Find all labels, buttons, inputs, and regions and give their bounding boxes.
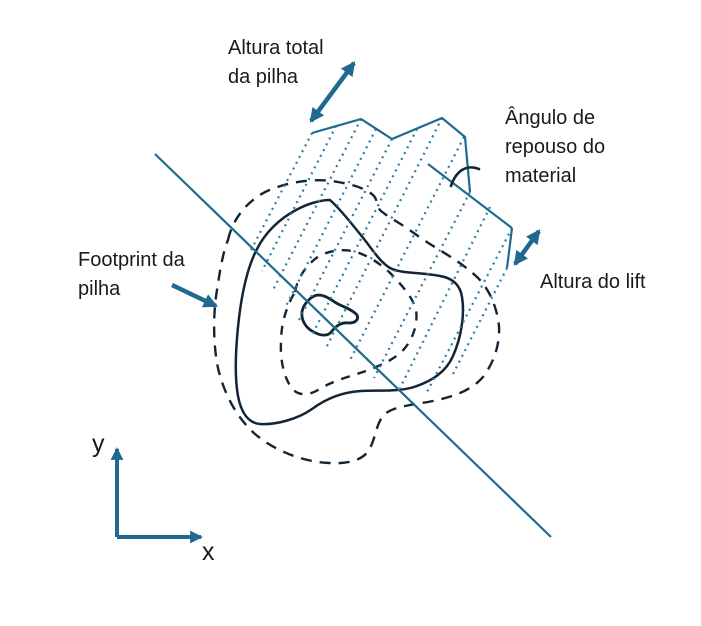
total-height-arrow bbox=[309, 61, 356, 123]
slope-hatch-line bbox=[272, 118, 362, 291]
label-repose-angle: Ângulo de repouso do material bbox=[505, 104, 605, 191]
label-footprint-line1: Footprint da bbox=[78, 249, 185, 271]
slope-hatch-line bbox=[261, 125, 337, 272]
cross-section-line bbox=[154, 153, 552, 538]
footprint-arrow bbox=[171, 282, 218, 309]
slope-hatch-line bbox=[399, 206, 491, 389]
slope-hatch-line bbox=[249, 132, 313, 253]
label-footprint: Footprint da pilha bbox=[78, 246, 185, 304]
slope-hatch-line bbox=[297, 138, 393, 323]
pile-slope-edge bbox=[427, 163, 513, 229]
annotation-arrows bbox=[171, 61, 541, 309]
peak-contour-solid bbox=[300, 293, 359, 337]
slope-hatch-line bbox=[310, 128, 418, 338]
coordinate-axes bbox=[110, 447, 203, 544]
footprint-contour-dashed bbox=[212, 179, 501, 465]
slope-hatch-line bbox=[373, 191, 471, 379]
repose-angle-arc bbox=[449, 166, 481, 188]
label-footprint-line2: pilha bbox=[78, 278, 121, 300]
pile-top-profile bbox=[311, 116, 514, 269]
slope-hatch-line bbox=[426, 227, 513, 393]
label-repose-angle-line2: repouso do bbox=[505, 136, 606, 158]
repose-angle-arc-mark bbox=[449, 166, 481, 188]
pile-slope-edge bbox=[505, 227, 514, 269]
slope-hatch-line bbox=[348, 136, 465, 363]
label-repose-angle-line3: material bbox=[505, 165, 577, 187]
slope-hatch-group bbox=[249, 117, 513, 393]
x-axis-label: x bbox=[202, 538, 215, 566]
slope-hatch-line bbox=[324, 117, 443, 351]
lift-height-arrow bbox=[513, 229, 541, 266]
label-total-height: Altura total da pilha bbox=[228, 34, 324, 92]
slope-hatch-line bbox=[451, 267, 508, 377]
label-lift-height-line1: Altura do lift bbox=[540, 271, 646, 293]
label-lift-height: Altura do lift bbox=[540, 268, 646, 297]
inner-contour-dashed bbox=[279, 249, 418, 396]
label-total-height-line2: da pilha bbox=[228, 66, 299, 88]
section-line-group bbox=[154, 153, 552, 538]
label-total-height-line1: Altura total bbox=[228, 37, 324, 59]
label-repose-angle-line1: Ângulo de bbox=[505, 107, 596, 129]
slope-hatch-line bbox=[285, 128, 377, 307]
mid-contour-solid bbox=[234, 198, 465, 426]
contour-lines-group bbox=[212, 179, 501, 465]
y-axis-label: y bbox=[92, 430, 105, 458]
